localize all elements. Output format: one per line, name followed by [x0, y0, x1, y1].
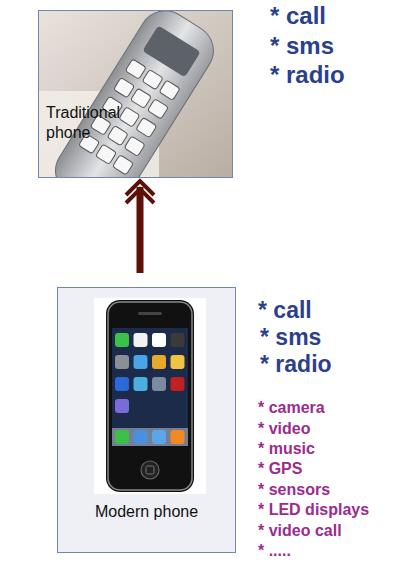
landline-handset-photo — [39, 11, 232, 177]
feature-item: * ..... — [258, 542, 291, 560]
feature-item: * call — [258, 297, 312, 323]
feature-item: * sms — [270, 32, 334, 60]
phone-box: Traditional phone — [38, 10, 233, 178]
feature-item: * sensors — [258, 481, 330, 499]
feature-item: * call — [270, 2, 326, 30]
phone-box: Modern phone — [57, 287, 236, 553]
feature-item: * radio — [270, 61, 345, 89]
evolution-arrow — [126, 181, 154, 273]
feature-item: * camera — [258, 399, 325, 417]
node-caption: Modern phone — [58, 502, 235, 522]
feature-item: * sms — [260, 324, 321, 350]
feature-item: * video — [258, 420, 310, 438]
feature-item: * GPS — [258, 460, 302, 478]
node-caption: Traditional phone — [46, 103, 146, 143]
feature-item: * video call — [258, 522, 342, 540]
feature-item: * radio — [260, 351, 332, 377]
feature-item: * LED displays — [258, 501, 369, 519]
feature-item: * music — [258, 440, 315, 458]
